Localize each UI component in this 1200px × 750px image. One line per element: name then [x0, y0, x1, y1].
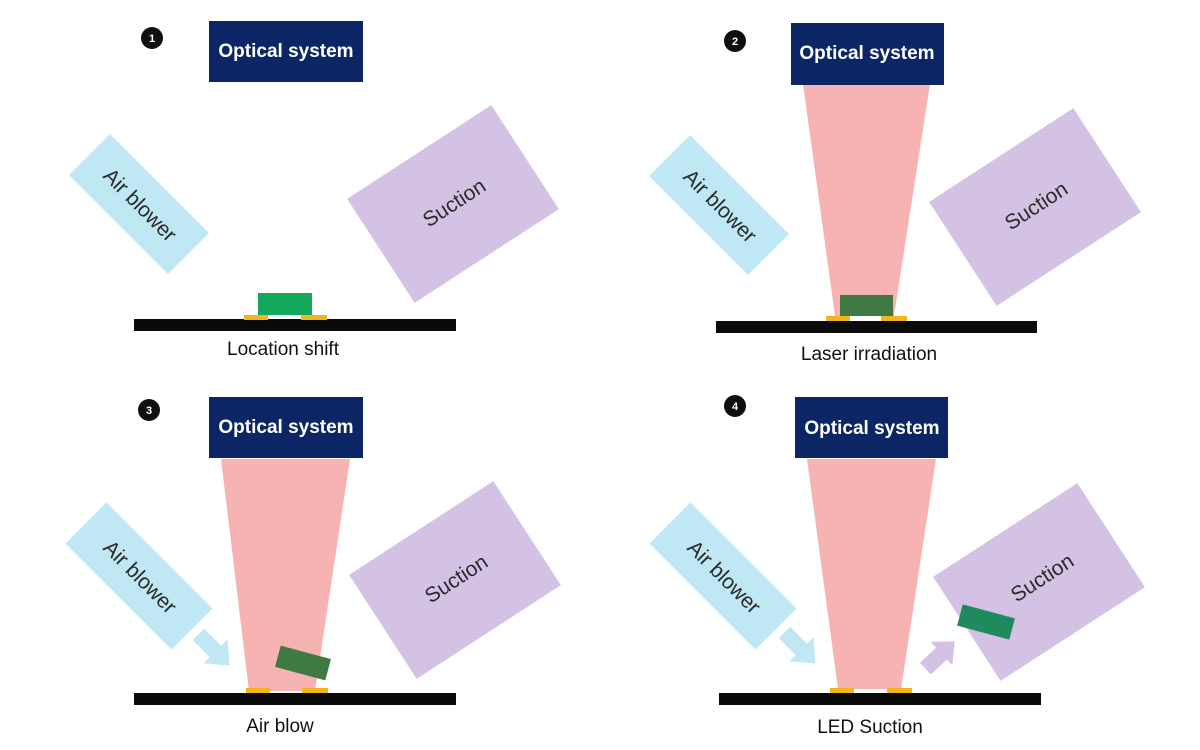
suction-block	[349, 481, 561, 679]
stage-bar	[719, 693, 1041, 705]
air-blower-block	[648, 134, 790, 276]
step-badge	[138, 399, 160, 421]
step-caption: Air blow	[246, 716, 314, 737]
laser-beam	[807, 459, 936, 689]
laser-beam	[803, 84, 930, 316]
air-blower-block	[65, 502, 213, 650]
suction-flow-arrow	[919, 641, 955, 675]
air-flow-arrow	[192, 628, 230, 666]
led-chip	[840, 295, 893, 316]
optical-system-box	[795, 397, 948, 458]
step-number: 1	[149, 33, 155, 45]
air-flow-arrow	[778, 626, 816, 664]
solder-pad-left	[246, 688, 270, 693]
optical-system-label: Optical system	[799, 43, 934, 64]
step-caption: Location shift	[227, 339, 340, 360]
stage-bar	[134, 319, 456, 331]
step-number: 3	[146, 405, 152, 417]
solder-pad-left	[244, 315, 268, 320]
optical-system-label: Optical system	[804, 418, 939, 439]
optical-system-box	[209, 21, 363, 82]
suction-block	[347, 105, 559, 303]
step-badge	[141, 27, 163, 49]
step-number: 2	[732, 36, 738, 48]
optical-system-box	[209, 397, 363, 458]
air-blower-block	[68, 133, 210, 275]
step-caption: Laser irradiation	[801, 344, 937, 365]
suction-block	[929, 108, 1141, 306]
led-chip	[258, 293, 312, 315]
step-badge	[724, 395, 746, 417]
led-chip	[957, 604, 1015, 640]
panel-3: Air blower Suction Optical system 3 Air …	[65, 397, 561, 737]
stage-bar	[716, 321, 1037, 333]
step-number: 4	[732, 401, 739, 413]
step-caption: LED Suction	[817, 717, 923, 738]
stage-bar	[134, 693, 456, 705]
air-blower-block	[649, 502, 797, 650]
panel-1: Air blower Suction Optical system 1 Loca…	[68, 21, 559, 360]
panel-4: Air blower Suction Optical system 4 LED …	[649, 395, 1145, 738]
panel-2: Air blower Suction Optical system 2 Lase…	[648, 23, 1141, 365]
optical-system-label: Optical system	[218, 417, 353, 438]
solder-pad-right	[887, 688, 912, 693]
solder-pad-right	[302, 688, 328, 693]
step-badge	[724, 30, 746, 52]
solder-pad-right	[881, 316, 907, 321]
led-chip	[275, 645, 331, 681]
solder-pad-right	[301, 315, 327, 320]
laser-beam	[221, 459, 350, 691]
optical-system-label: Optical system	[218, 41, 353, 62]
solder-pad-left	[826, 316, 850, 321]
solder-pad-left	[830, 688, 854, 693]
optical-system-box	[791, 23, 944, 85]
